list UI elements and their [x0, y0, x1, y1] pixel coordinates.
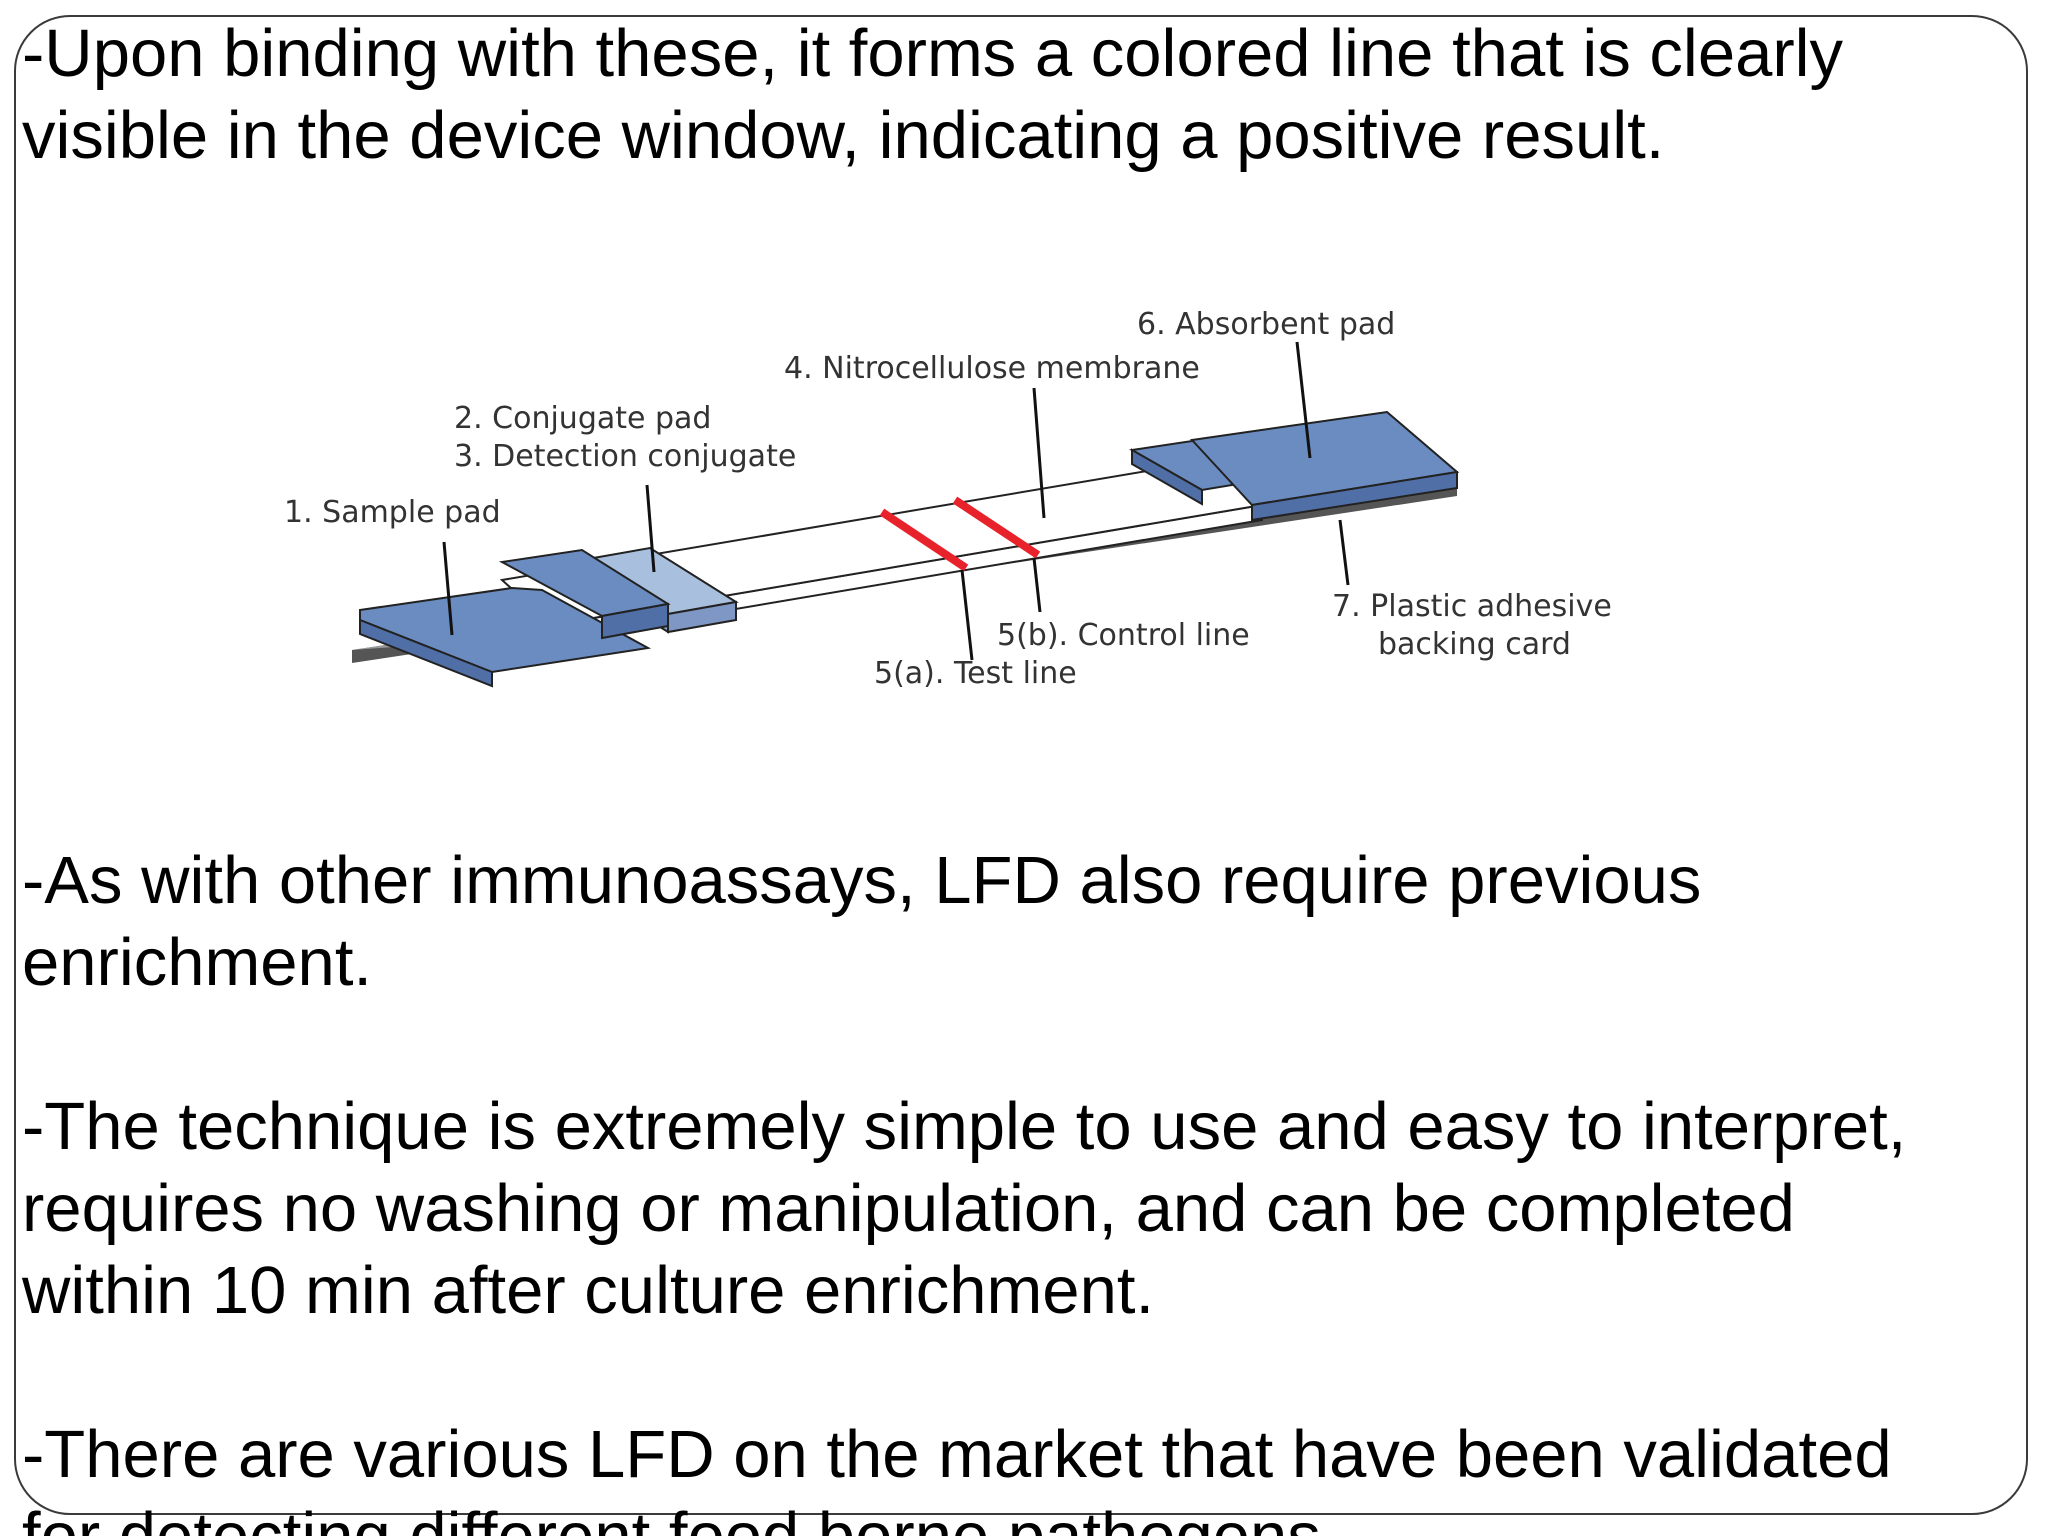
slide-frame [14, 15, 2028, 1515]
absorbent-pad-front [1251, 470, 1458, 522]
text-line: -Upon binding with these, it forms a col… [22, 16, 1844, 91]
leader-absorbent-pad [1295, 341, 1312, 459]
paragraph-market: -There are various LFD on the market tha… [22, 1414, 1892, 1536]
control-line [952, 496, 1041, 559]
label-conjugate-pad: 2. Conjugate pad [454, 401, 711, 436]
text-line: -The technique is extremely simple to us… [22, 1089, 1907, 1164]
label-sample-pad: 1. Sample pad [284, 495, 501, 530]
text-line: visible in the device window, indicating… [22, 98, 1665, 173]
text-line: enrichment. [22, 925, 373, 1000]
label-absorbent-pad: 6. Absorbent pad [1137, 307, 1395, 342]
text-line: for detecting different food borne patho… [22, 1496, 1892, 1536]
label-backing-card-2: backing card [1378, 627, 1571, 662]
lateral-flow-device-diagram: 1. Sample pad 2. Conjugate pad 3. Detect… [262, 290, 1682, 730]
leader-control-line [1032, 557, 1042, 613]
sample-pad-step [601, 602, 669, 640]
absorbent-pad-side [1131, 448, 1203, 506]
text-line: -There are various LFD on the market tha… [22, 1417, 1892, 1492]
text-line: -As with other immunoassays, LFD also re… [22, 843, 1702, 918]
text-line: requires no washing or manipulation, and… [22, 1171, 1795, 1246]
paragraph-enrichment: -As with other immunoassays, LFD also re… [22, 840, 1701, 1004]
leader-conjugate-pad [645, 484, 656, 573]
label-detection-conjugate: 3. Detection conjugate [454, 439, 796, 474]
sample-pad-front [359, 618, 493, 688]
test-line [879, 508, 969, 572]
leader-test-line [960, 569, 974, 661]
text-line: within 10 min after culture enrichment. [22, 1253, 1155, 1328]
leader-sample-pad [442, 541, 454, 636]
leader-membrane [1032, 387, 1046, 519]
label-backing-card-1: 7. Plastic adhesive [1332, 589, 1612, 624]
paragraph-binding: -Upon binding with these, it forms a col… [22, 13, 1843, 177]
label-test-line: 5(a). Test line [874, 656, 1077, 691]
label-control-line: 5(b). Control line [997, 618, 1250, 653]
leader-backing-card [1338, 519, 1350, 586]
label-nitrocellulose-membrane: 4. Nitrocellulose membrane [784, 351, 1200, 386]
paragraph-technique: -The technique is extremely simple to us… [22, 1086, 1906, 1332]
